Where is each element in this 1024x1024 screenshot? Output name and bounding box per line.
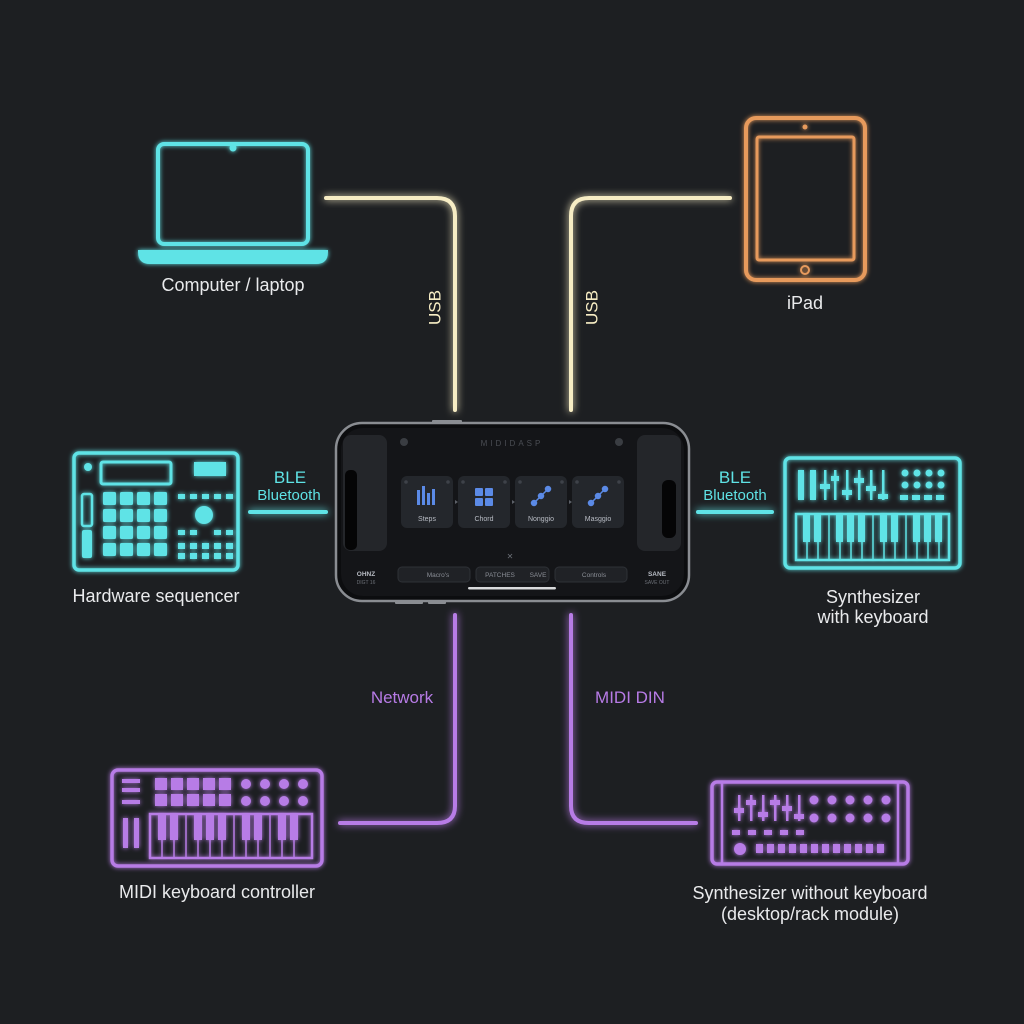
usb-label-right: USB	[582, 290, 602, 325]
network-label: Network	[370, 688, 434, 707]
ble-label-left-top: BLE	[273, 468, 307, 487]
ble-label-right-top: BLE	[718, 468, 752, 487]
smartphone: ✕	[334, 420, 691, 604]
settings-icon[interactable]	[400, 438, 408, 446]
mode-tile-nonggio[interactable]	[515, 476, 567, 528]
midi-keyboard-icon	[110, 768, 324, 868]
mode-label-nonggio: Nonggio	[528, 516, 554, 523]
diagonal-dots-icon	[587, 485, 609, 507]
synthesizer-keyboard-icon	[783, 456, 962, 570]
mode-label-chord: Chord	[474, 516, 493, 523]
network-line	[338, 613, 457, 825]
right-corner-top: SANE	[648, 571, 667, 578]
laptop-icon	[137, 142, 329, 264]
synth-module-label-line1: Synthesizer without keyboard	[692, 883, 928, 903]
computer-label: Computer / laptop	[161, 275, 305, 295]
mode-label-masggio: Masggio	[585, 516, 612, 523]
left-corner-top: OHNZ	[357, 571, 375, 578]
home-indicator	[468, 587, 556, 590]
midi-din-line	[569, 613, 698, 825]
ble-label-right-bottom: Bluetooth	[703, 487, 767, 504]
right-corner-bottom: SAVE OUT	[645, 580, 670, 586]
synth-keyboard-label-line1: Synthesizer	[825, 587, 921, 607]
midi-controller-label: MIDI keyboard controller	[118, 882, 316, 902]
power-icon[interactable]	[615, 438, 623, 446]
tablet-icon	[744, 116, 867, 282]
synth-module-label-line2: (desktop/rack module)	[720, 904, 900, 924]
bar-chart-icon	[417, 486, 435, 505]
controls-label: Controls	[582, 572, 607, 579]
app-title: MIDIDASP	[481, 439, 544, 448]
grid-icon	[475, 488, 493, 506]
mode-tile-masggio[interactable]	[572, 476, 624, 528]
chevron-right-icon	[455, 500, 458, 504]
mode-label-steps: Steps	[418, 516, 436, 523]
mode-tile-chord[interactable]	[458, 476, 510, 528]
midi-din-label: MIDI DIN	[595, 688, 665, 707]
cursor-icon: ✕	[507, 552, 514, 561]
controls-button[interactable]	[554, 566, 628, 583]
usb-label-left: USB	[425, 290, 445, 325]
ipad-label: iPad	[786, 293, 824, 313]
synth-keyboard-label-line2: with keyboard	[817, 607, 929, 627]
ble-label-left-bottom: Bluetooth	[257, 487, 321, 504]
chevron-right-icon	[512, 500, 515, 504]
usb-line-right	[569, 196, 732, 412]
drum-pad-sequencer-icon	[72, 451, 240, 572]
hardware-sequencer-label: Hardware sequencer	[72, 586, 240, 606]
rack-module-icon	[710, 780, 910, 866]
diagonal-dots-icon	[530, 485, 552, 507]
usb-line-left	[324, 196, 457, 412]
patches-label: PATCHES	[485, 572, 515, 579]
save-label: SAVE	[530, 572, 548, 579]
patches-save-button[interactable]	[475, 566, 550, 583]
macros-button[interactable]	[397, 566, 471, 583]
left-corner-bottom: DIGT 16	[357, 580, 376, 586]
macros-label: Macro's	[427, 572, 450, 579]
chevron-right-icon	[569, 500, 572, 504]
